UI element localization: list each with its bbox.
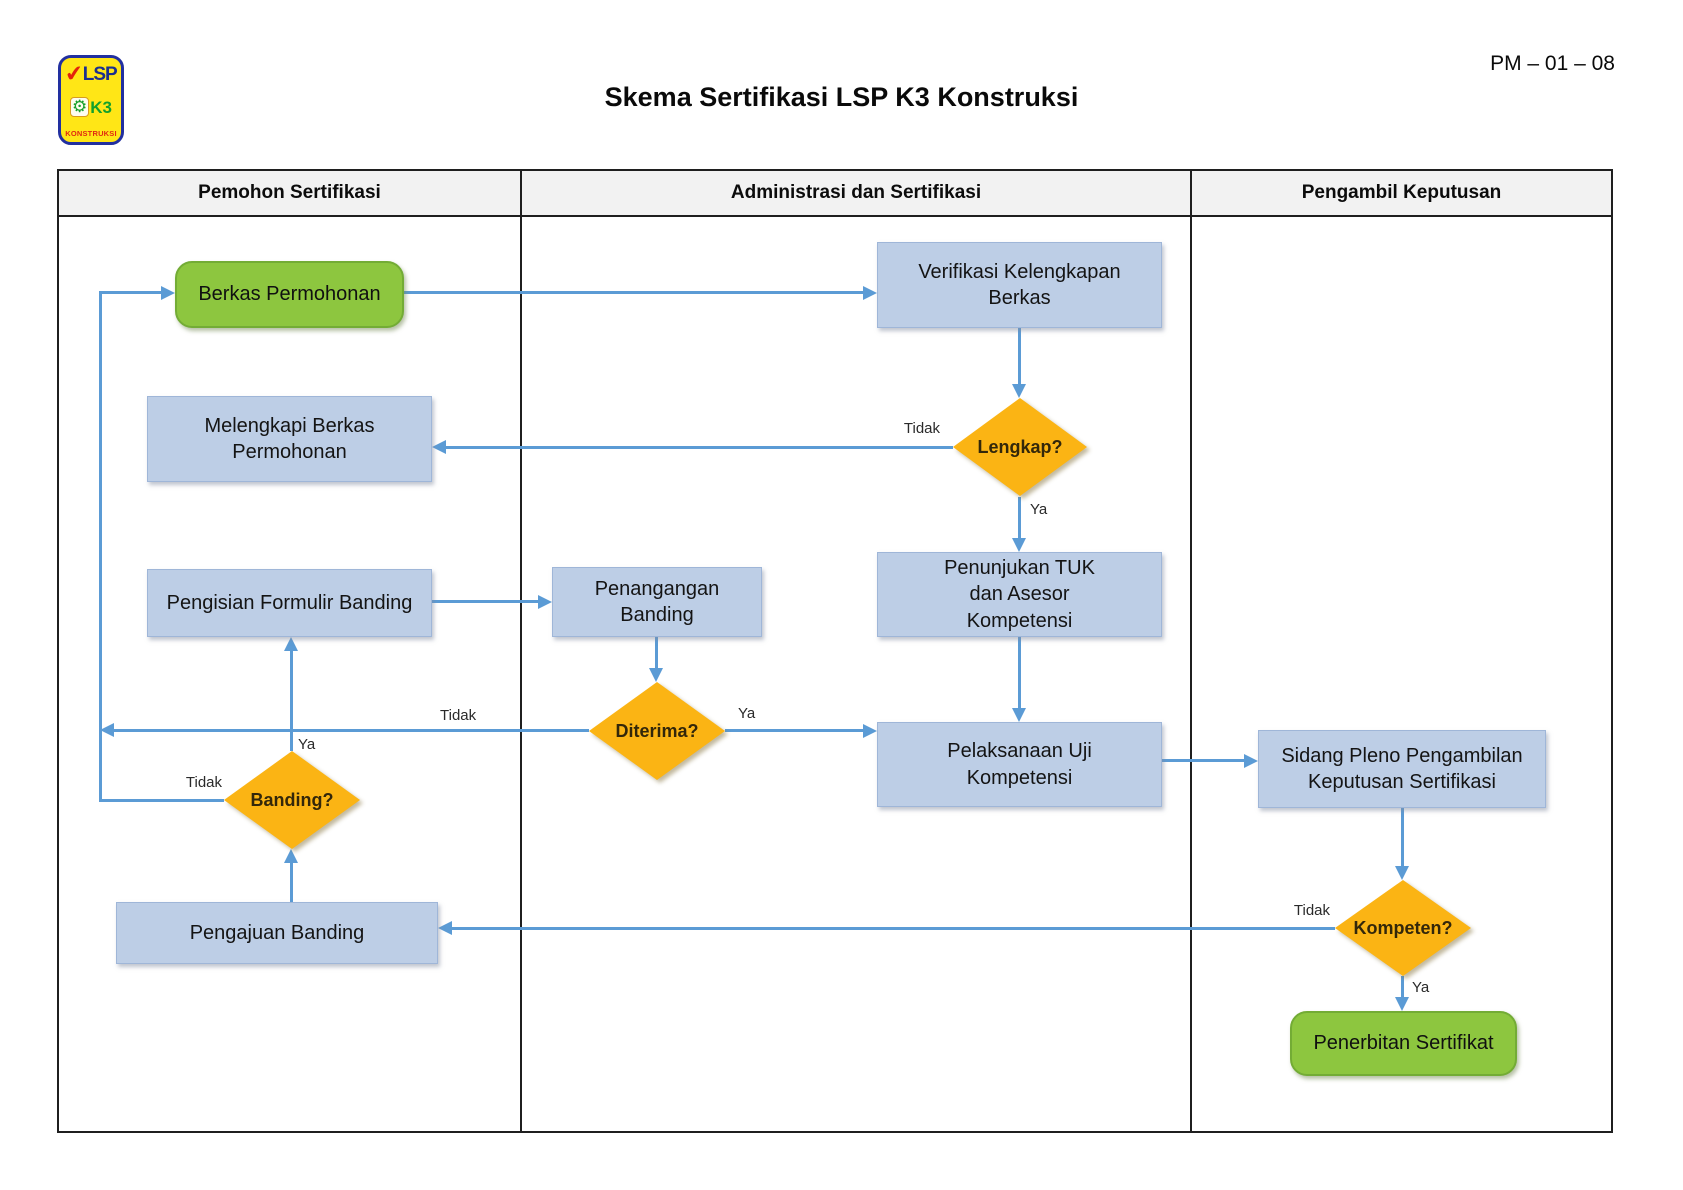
connector-sidang-kompeten	[1401, 808, 1404, 868]
connector-kompeten-tidak	[452, 927, 1335, 930]
edge-label-kompeten-ya: Ya	[1412, 979, 1430, 996]
page-title: Skema Sertifikasi LSP K3 Konstruksi	[604, 82, 1079, 112]
node-penunjukan-tuk: Penunjukan TUK dan Asesor Kompetensi	[877, 552, 1162, 637]
decision-diterima-label: Diterima?	[615, 720, 699, 741]
decision-banding: Banding?	[224, 751, 360, 849]
logo-top-row: ✔ LSP	[64, 60, 118, 87]
node-penerbitan-label: Penerbitan Sertifikat	[1313, 1032, 1494, 1054]
lane-header-row: Pemohon Sertifikasi Administrasi dan Ser…	[59, 171, 1611, 217]
node-penangangan-banding: Penangangan Banding	[552, 567, 762, 637]
lane-column-administrasi	[522, 217, 1192, 1131]
arrowhead-lengkap-tidak	[432, 440, 446, 454]
connector-loop-left	[99, 292, 102, 802]
node-berkas-permohonan-label: Berkas Permohonan	[198, 283, 381, 305]
node-berkas-permohonan: Berkas Permohonan	[175, 261, 404, 328]
connector-lengkap-ya	[1018, 497, 1021, 540]
arrowhead-berkas-verifikasi	[863, 286, 877, 300]
node-melengkapi-label: Melengkapi Berkas Permohonan	[204, 414, 375, 463]
decision-diterima: Diterima?	[589, 682, 725, 780]
node-verifikasi-label: Verifikasi Kelengkapan Berkas	[918, 260, 1121, 309]
logo-text-k3: K3	[90, 97, 112, 117]
decision-kompeten: Kompeten?	[1335, 880, 1471, 976]
connector-kompeten-ya	[1401, 976, 1404, 999]
arrowhead-verifikasi-lengkap	[1012, 384, 1026, 398]
connector-lengkap-tidak	[446, 446, 953, 449]
node-sidang-label: Sidang Pleno Pengambilan Keputusan Serti…	[1281, 744, 1523, 793]
edge-label-kompeten-tidak: Tidak	[1293, 902, 1330, 919]
node-pengajuan-label: Pengajuan Banding	[189, 921, 365, 944]
node-pengisian-label: Pengisian Formulir Banding	[166, 591, 413, 614]
lane-header-pengambil: Pengambil Keputusan	[1301, 182, 1502, 203]
swimlane-table: Pemohon Sertifikasi Administrasi dan Ser…	[57, 169, 1613, 1133]
edge-label-banding-tidak: Tidak	[185, 774, 222, 791]
edge-label-banding-ya: Ya	[298, 736, 316, 753]
arrowhead-sidang-kompeten	[1395, 866, 1409, 880]
lane-column-pemohon	[59, 217, 522, 1131]
connector-penangangan-diterima	[655, 637, 658, 670]
decision-lengkap-label: Lengkap?	[977, 436, 1063, 457]
connector-pengajuan-banding	[290, 862, 293, 902]
connector-diterima-ya	[725, 729, 863, 732]
logo-mid-row: ⚙ K3	[64, 96, 118, 118]
connector-banding-ya	[290, 650, 293, 751]
document-code: PM – 01 – 08	[1490, 52, 1615, 75]
node-pelaksanaan-label: Pelaksanaan Uji Kompetensi	[947, 740, 1092, 789]
arrowhead-kompeten-tidak	[438, 921, 452, 935]
edge-label-lengkap-tidak: Tidak	[903, 420, 940, 437]
lane-header-administrasi: Administrasi dan Sertifikasi	[522, 171, 1192, 215]
connector-pengisian-penangangan	[432, 600, 540, 603]
arrowhead-pelaksanaan-sidang	[1244, 754, 1258, 768]
connector-into-berkas	[99, 291, 161, 294]
logo-text-lsp: LSP	[82, 63, 118, 85]
connector-verifikasi-lengkap	[1018, 328, 1021, 386]
node-penunjukan-label: Penunjukan TUK dan Asesor Kompetensi	[944, 556, 1095, 632]
connector-berkas-verifikasi	[404, 291, 863, 294]
node-pelaksanaan-uji: Pelaksanaan Uji Kompetensi	[877, 722, 1162, 807]
arrowhead-pengajuan-banding	[284, 849, 298, 863]
lsp-k3-logo: ✔ LSP ⚙ K3 KONSTRUKSI	[58, 55, 124, 145]
arrowhead-penunjukan-pelaksanaan	[1012, 708, 1026, 722]
decision-lengkap: Lengkap?	[953, 398, 1087, 496]
node-verifikasi-kelengkapan-berkas: Verifikasi Kelengkapan Berkas	[877, 242, 1162, 328]
logo-text-konstruksi: KONSTRUKSI	[65, 129, 117, 138]
node-melengkapi-berkas: Melengkapi Berkas Permohonan	[147, 396, 432, 482]
arrowhead-diterima-tidak	[100, 723, 114, 737]
arrowhead-diterima-ya	[863, 724, 877, 738]
decision-kompeten-label: Kompeten?	[1353, 917, 1453, 938]
arrowhead-pengisian-penangangan	[538, 595, 552, 609]
arrowhead-penangangan-diterima	[649, 668, 663, 682]
node-sidang-pleno: Sidang Pleno Pengambilan Keputusan Serti…	[1258, 730, 1546, 808]
decision-banding-label: Banding?	[250, 789, 334, 810]
edge-label-diterima-ya: Ya	[738, 705, 756, 722]
node-penerbitan-sertifikat: Penerbitan Sertifikat	[1290, 1011, 1517, 1076]
node-pengajuan-banding: Pengajuan Banding	[116, 902, 438, 964]
arrowhead-kompeten-ya	[1395, 997, 1409, 1011]
connector-diterima-tidak	[112, 729, 589, 732]
node-penangangan-label: Penangangan Banding	[594, 577, 720, 626]
edge-label-lengkap-ya: Ya	[1030, 501, 1048, 518]
gear-icon: ⚙	[70, 96, 90, 118]
node-pengisian-formulir-banding: Pengisian Formulir Banding	[147, 569, 432, 637]
arrowhead-banding-ya	[284, 637, 298, 651]
connector-banding-tidak	[100, 799, 224, 802]
lane-body-row	[59, 217, 1611, 1131]
arrowhead-lengkap-ya	[1012, 538, 1026, 552]
edge-label-diterima-tidak: Tidak	[440, 707, 477, 724]
lane-header-pemohon: Pemohon Sertifikasi	[59, 171, 522, 215]
connector-pelaksanaan-sidang	[1162, 759, 1244, 762]
arrowhead-into-berkas	[161, 286, 175, 300]
connector-penunjukan-pelaksanaan	[1018, 637, 1021, 710]
